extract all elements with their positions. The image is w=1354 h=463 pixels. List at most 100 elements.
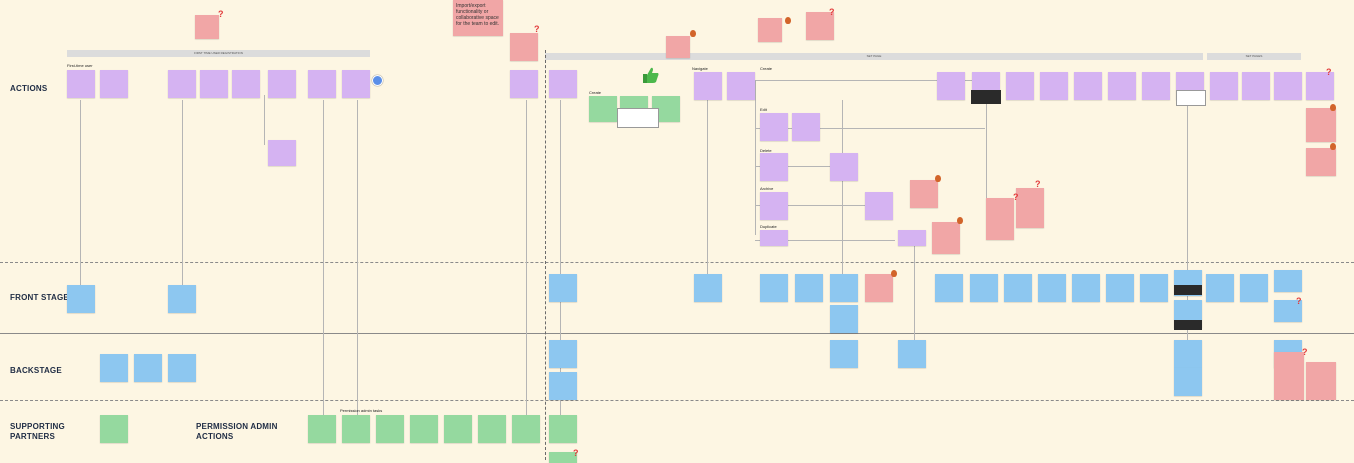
callout-note[interactable]: Import/export functionality or collabora… [453,0,503,36]
purple-note[interactable] [1108,72,1136,100]
green-note[interactable] [512,415,540,443]
blue-note[interactable] [1174,340,1202,368]
blue-note[interactable] [795,274,823,302]
question-mark-icon: ? [534,24,540,34]
red-note[interactable] [758,18,782,42]
subheading-first-time-user: First-time user [67,63,93,68]
purple-note[interactable] [549,70,577,98]
purple-note[interactable] [168,70,196,98]
blue-note[interactable] [830,305,858,333]
purple-note[interactable] [232,70,260,98]
purple-note[interactable] [268,70,296,98]
purple-note[interactable] [760,192,788,220]
purple-note[interactable] [760,113,788,141]
blue-note[interactable] [898,340,926,368]
red-note[interactable] [1306,362,1336,400]
red-note[interactable] [932,222,960,254]
blue-note[interactable] [1038,274,1066,302]
blue-note[interactable] [1072,274,1100,302]
red-note[interactable] [1016,188,1044,228]
purple-note[interactable] [760,230,788,246]
connector-line [755,80,985,81]
connector-line [323,100,324,420]
purple-note[interactable] [1210,72,1238,100]
red-note[interactable] [1306,148,1336,176]
blue-note[interactable] [1274,270,1302,292]
green-note[interactable] [444,415,472,443]
red-note[interactable] [910,180,938,208]
blue-note[interactable] [549,274,577,302]
purple-note[interactable] [510,70,538,98]
red-note[interactable] [986,198,1014,240]
purple-note[interactable] [1242,72,1270,100]
red-note[interactable] [1306,108,1336,142]
red-note[interactable] [1274,352,1304,400]
purple-note[interactable] [1040,72,1068,100]
green-note[interactable] [342,415,370,443]
connector-line [755,128,985,129]
purple-note[interactable] [67,70,95,98]
blue-note[interactable] [100,354,128,382]
red-note[interactable] [806,12,834,40]
purple-note[interactable] [727,72,755,100]
subheading-navigate: Navigate [692,66,708,71]
blue-note[interactable] [1140,274,1168,302]
blue-note[interactable] [830,274,858,302]
lane-label-actions: ACTIONS [10,84,48,93]
purple-note[interactable] [760,153,788,181]
blue-note[interactable] [134,354,162,382]
blue-note[interactable] [168,285,196,313]
purple-note[interactable] [694,72,722,100]
purple-note[interactable] [830,153,858,181]
purple-note[interactable] [1306,72,1334,100]
green-note[interactable] [549,452,577,463]
red-note[interactable] [865,274,893,302]
red-note[interactable] [666,36,690,58]
green-note[interactable] [549,415,577,443]
green-note[interactable] [589,96,617,122]
blue-note[interactable] [1004,274,1032,302]
purple-note[interactable] [898,230,926,246]
blue-note[interactable] [830,340,858,368]
question-mark-icon: ? [1013,192,1019,202]
blue-note[interactable] [1240,274,1268,302]
green-note[interactable] [410,415,438,443]
purple-note[interactable] [268,140,296,166]
green-note[interactable] [478,415,506,443]
purple-note[interactable] [1142,72,1170,100]
red-note[interactable] [195,15,219,39]
question-mark-icon: ? [1326,67,1332,77]
blue-note[interactable] [970,274,998,302]
subheading-delete: Delete [760,148,772,153]
purple-note[interactable] [865,192,893,220]
blue-note[interactable] [1274,300,1302,322]
connector-line [560,100,561,420]
blue-note[interactable] [760,274,788,302]
fire-icon [1330,143,1336,150]
red-note[interactable] [510,33,538,61]
blue-note[interactable] [1106,274,1134,302]
blue-note[interactable] [549,372,577,400]
question-mark-icon: ? [1296,296,1302,306]
purple-note[interactable] [308,70,336,98]
purple-note[interactable] [100,70,128,98]
lane-label-front-stage: FRONT STAGE [10,293,69,302]
blue-note[interactable] [1174,368,1202,396]
blue-note[interactable] [935,274,963,302]
green-note[interactable] [308,415,336,443]
blue-note[interactable] [549,340,577,368]
blue-note[interactable] [67,285,95,313]
blue-note[interactable] [168,354,196,382]
purple-note[interactable] [1006,72,1034,100]
purple-note[interactable] [200,70,228,98]
purple-note[interactable] [1274,72,1302,100]
blue-note[interactable] [694,274,722,302]
blue-note[interactable] [1206,274,1234,302]
purple-note[interactable] [342,70,370,98]
green-note[interactable] [376,415,404,443]
purple-note[interactable] [792,113,820,141]
purple-note[interactable] [1074,72,1102,100]
green-note[interactable] [100,415,128,443]
purple-note[interactable] [937,72,965,100]
